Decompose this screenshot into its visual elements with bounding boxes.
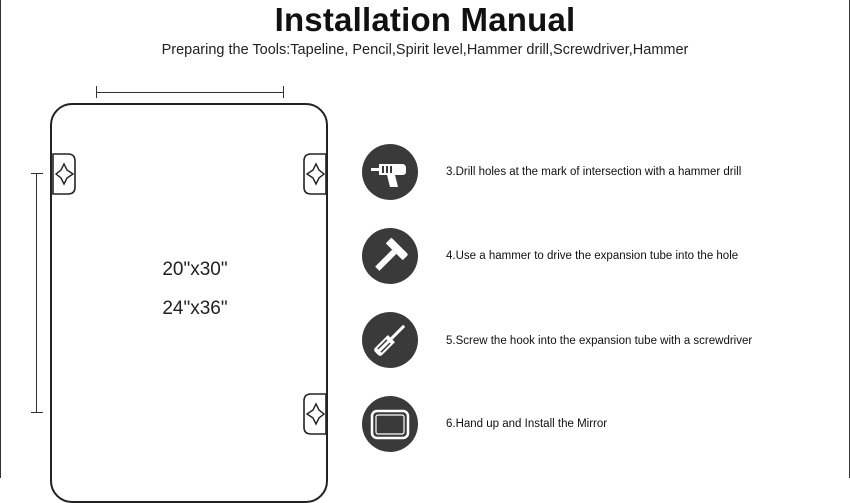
step-5-text: 5.Screw the hook into the expansion tube… <box>446 335 753 347</box>
hammer-icon <box>362 228 418 284</box>
mounting-bracket-top-left <box>52 153 76 195</box>
height-dimension-line <box>31 173 43 413</box>
tools-line: Preparing the Tools:Tapeline, Pencil,Spi… <box>161 42 689 58</box>
mirror-size-2: 24"x36" <box>162 298 228 319</box>
hammer-drill-icon <box>362 144 418 200</box>
page-title: Installation Manual <box>274 1 576 38</box>
mounting-bracket-bottom-right <box>303 393 327 435</box>
mounting-bracket-top-right <box>303 153 327 195</box>
step-6-text: 6.Hand up and Install the Mirror <box>446 418 608 430</box>
step-4-text: 4.Use a hammer to drive the expansion tu… <box>446 250 739 262</box>
screwdriver-icon <box>362 312 418 368</box>
step-3-text: 3.Drill holes at the mark of intersectio… <box>446 166 742 178</box>
mirror-icon <box>362 396 418 452</box>
mirror-size-1: 20"x30" <box>162 259 228 280</box>
width-dimension-line <box>96 86 284 98</box>
